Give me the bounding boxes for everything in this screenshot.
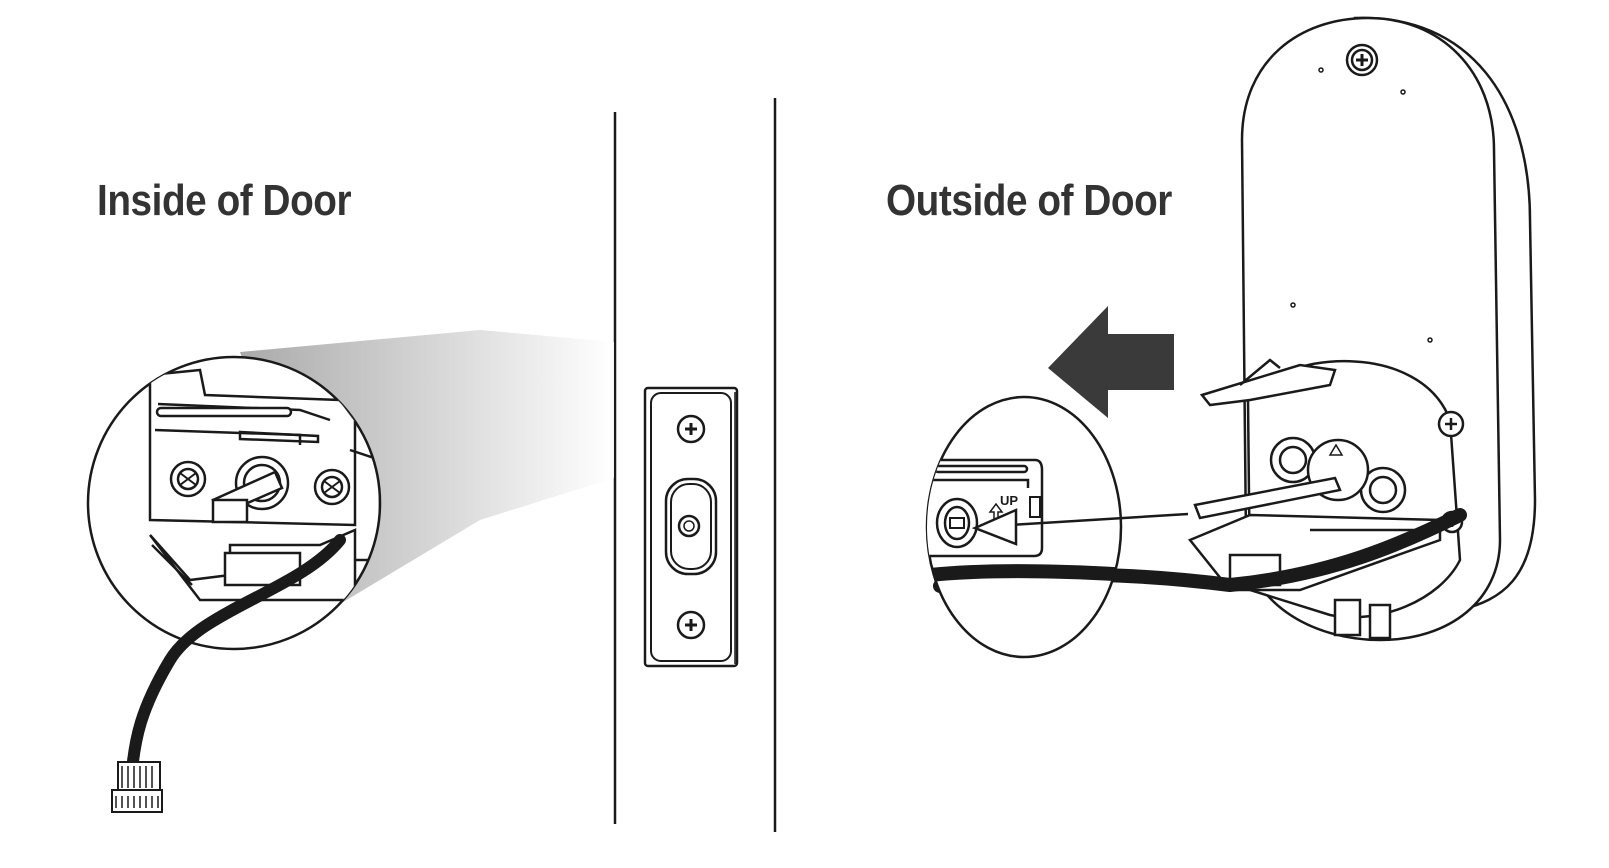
screw-icon: [1437, 410, 1465, 438]
inside-of-door-heading: Inside of Door: [97, 176, 352, 225]
screw-icon: [1345, 43, 1379, 77]
screw-icon: [676, 610, 706, 640]
latch-bolt: [664, 477, 718, 576]
exterior-lock-body: [1187, 16, 1537, 642]
outside-of-door-heading: Outside of Door: [886, 176, 1172, 225]
outside-detail-magnifier: UP: [925, 395, 1189, 659]
door-edge: [613, 98, 777, 832]
direction-arrow-icon: [1048, 306, 1174, 418]
cable: [126, 534, 346, 776]
latch-faceplate: [643, 386, 739, 668]
screw-icon: [676, 414, 706, 444]
cable-connector: [111, 761, 163, 813]
inside-detail-magnifier: [86, 355, 382, 813]
up-label: UP: [1000, 493, 1018, 508]
